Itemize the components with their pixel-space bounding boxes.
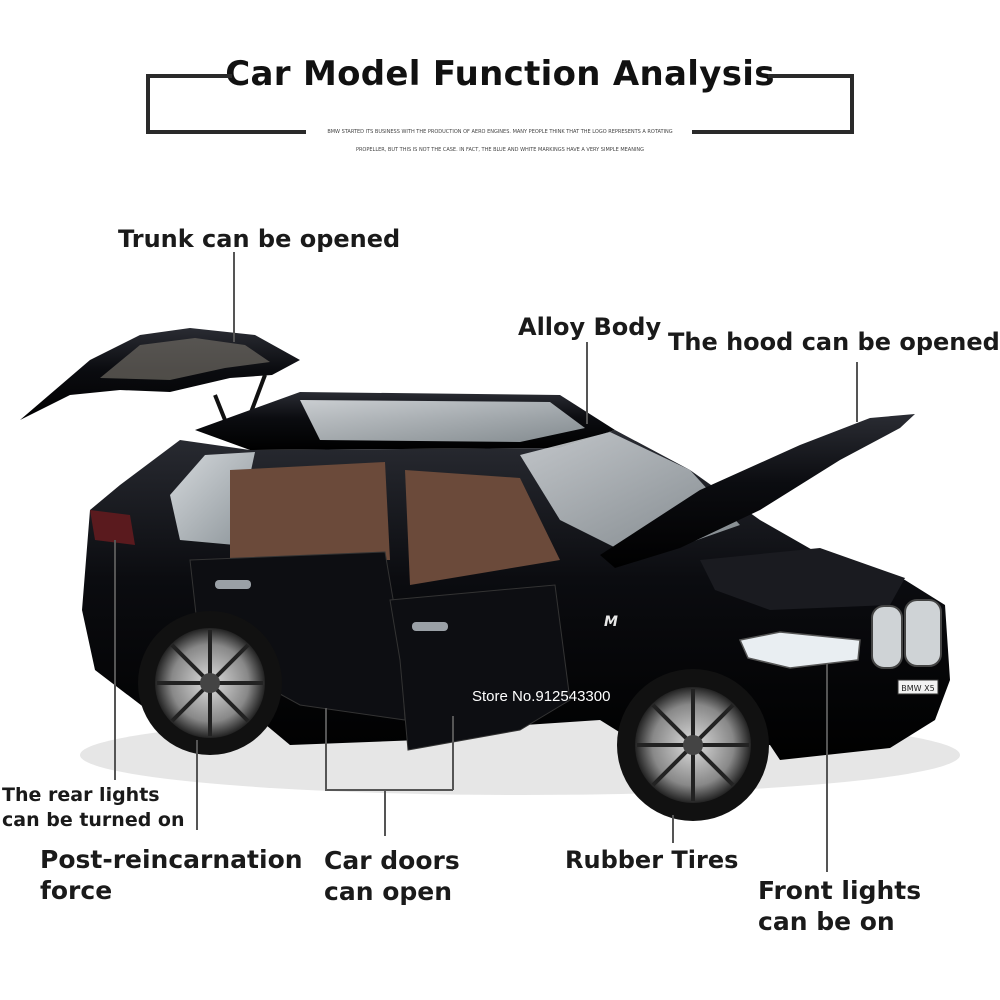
leader-post-reincarnation — [196, 740, 198, 830]
trunk-strut-2 — [248, 374, 267, 416]
leader-front-lights — [826, 664, 828, 872]
tail-light — [90, 510, 135, 545]
front-interior — [405, 470, 560, 585]
front-door-handle — [412, 622, 448, 631]
title-frame-right-side — [850, 74, 854, 134]
title-frame-right-bottom — [692, 130, 854, 134]
rear-hub — [200, 673, 220, 693]
front-hub — [683, 735, 703, 755]
leader-car-doors-left — [325, 708, 327, 790]
title-subtext-1: BMW STARTED ITS BUSINESS WITH THE PRODUC… — [327, 129, 673, 135]
leader-rubber-tires — [672, 815, 674, 843]
leader-car-doors-down — [384, 790, 386, 836]
leader-trunk — [233, 252, 235, 342]
leader-alloy-body — [586, 342, 588, 424]
leader-car-doors-right — [452, 716, 454, 790]
leader-rear-lights — [114, 540, 116, 780]
front-grille-right — [904, 599, 942, 667]
headlight — [738, 631, 861, 669]
callout-rear-lights-line2: can be turned on — [2, 809, 185, 831]
plate-text: BMW X5 — [901, 684, 934, 693]
rear-interior — [230, 462, 390, 560]
title-frame-left-top — [148, 74, 232, 78]
leader-car-doors-bar — [325, 789, 453, 791]
title-frame-left-bottom — [146, 130, 306, 134]
callout-alloy-body: Alloy Body — [518, 313, 662, 341]
callout-rubber-tires: Rubber Tires — [565, 846, 739, 874]
callout-front-lights-line2: can be on — [758, 907, 895, 936]
title-subtext-2: PROPELLER, BUT THIS IS NOT THE CASE. IN … — [355, 147, 645, 153]
callout-trunk: Trunk can be opened — [118, 225, 401, 253]
hood-open — [600, 414, 915, 568]
trunk-lid-glass — [100, 338, 270, 380]
license-plate — [897, 679, 939, 695]
m-badge: M — [604, 614, 618, 630]
callout-rear-lights-line1: The rear lights — [2, 784, 160, 806]
callout-front-lights-line1: Front lights — [758, 876, 922, 905]
store-watermark: Store No.912543300 — [472, 688, 611, 705]
front-grille-left — [871, 605, 903, 669]
rear-door-handle — [215, 580, 251, 589]
callout-hood: The hood can be opened — [668, 328, 1000, 356]
title-frame-left-side — [146, 74, 150, 134]
callout-post-reincarnation-line1: Post-reincarnation — [40, 845, 303, 874]
sunroof — [300, 400, 585, 442]
engine-bay — [700, 548, 905, 610]
callout-car-doors-line1: Car doors — [324, 846, 460, 875]
title-frame-right-top — [768, 74, 854, 78]
callout-post-reincarnation-line2: force — [40, 876, 113, 905]
page-title: Car Model Function Analysis — [225, 54, 775, 94]
callout-car-doors-line2: can open — [324, 877, 453, 906]
leader-hood — [856, 362, 858, 422]
trunk-strut — [213, 394, 227, 421]
